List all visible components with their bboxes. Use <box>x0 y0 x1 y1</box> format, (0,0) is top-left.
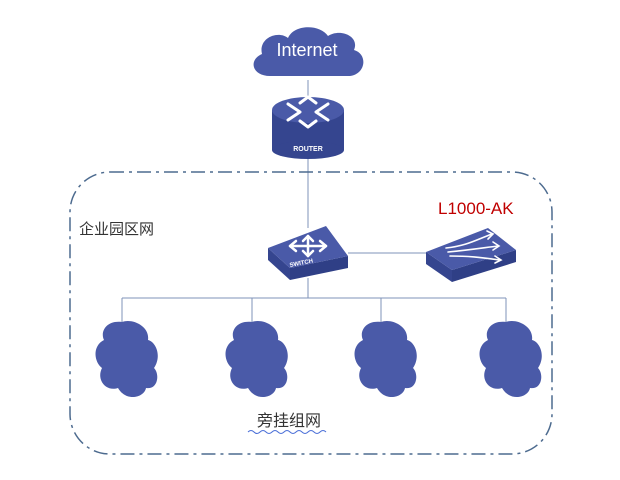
sub-network-clouds <box>95 320 542 398</box>
internet-label: Internet <box>276 40 337 60</box>
device-side-left <box>426 252 452 282</box>
switch-arrows-icon <box>288 234 328 258</box>
switch-node: SWITCH <box>268 226 348 280</box>
router-label: ROUTER <box>293 146 323 153</box>
sub-network-cloud-2 <box>225 320 288 398</box>
campus-network-border <box>69 171 553 455</box>
spellcheck-underline <box>247 430 327 434</box>
sub-network-cloud-1 <box>95 320 158 398</box>
sub-network-cloud-4 <box>479 320 542 398</box>
device-label: L1000-AK <box>438 199 514 218</box>
router-top <box>272 97 344 123</box>
bypass-network-label: 旁挂组网 <box>257 412 321 430</box>
campus-network-label: 企业园区网 <box>79 220 154 238</box>
switch-side-front <box>290 256 348 280</box>
switch-side-left <box>268 248 290 280</box>
device-side-front <box>452 250 516 282</box>
switch-label: SWITCH <box>289 259 313 269</box>
router-node: ROUTER <box>272 95 344 159</box>
l1000-device-node <box>426 228 516 282</box>
device-flow-arrows-icon <box>445 230 503 264</box>
router-base <box>272 141 344 159</box>
sub-network-cloud-3 <box>354 320 417 398</box>
connection-lines <box>121 80 507 322</box>
router-arrows-icon <box>286 95 330 129</box>
internet-cloud: Internet <box>253 27 364 76</box>
